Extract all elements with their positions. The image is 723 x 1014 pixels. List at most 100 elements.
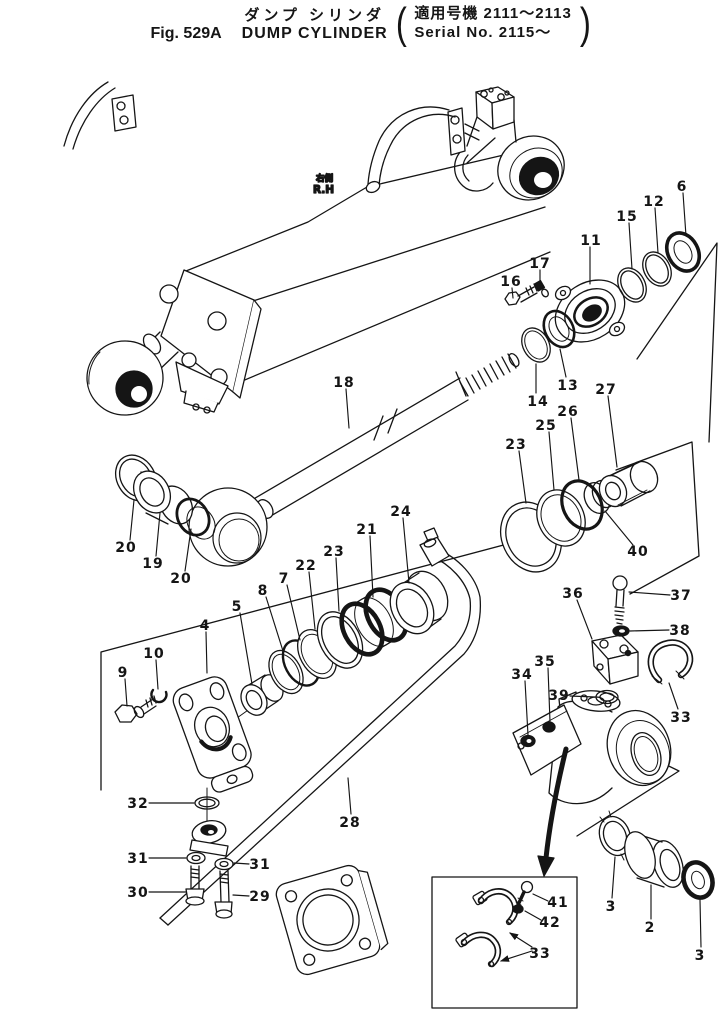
callout-number-3: 3 [606, 899, 617, 915]
callout-leader-38 [629, 629, 670, 632]
callout-number-41: 41 [547, 895, 568, 911]
callout-leader-8 [265, 596, 284, 652]
callout-leader-22 [308, 571, 316, 630]
callout-leader-23 [518, 450, 527, 504]
title-english: DUMP CYLINDER [241, 25, 388, 43]
side-label-jp: 右側 [315, 173, 334, 184]
callout-leader-26 [570, 417, 580, 481]
part-tube-28 [159, 527, 482, 926]
callout-leader-3 [699, 899, 702, 948]
serial-english: Serial No. 2115～ [414, 23, 552, 41]
part-flange-4 [114, 676, 254, 793]
callout-number-38: 38 [669, 623, 690, 639]
side-label-en: R.H [313, 184, 334, 196]
serial-range: 適用号機 2111～2113 Serial No. 2115～ [414, 5, 571, 43]
callout-number-23: 23 [323, 544, 344, 560]
callout-number-13: 13 [557, 378, 578, 394]
part-seal-group-right [499, 460, 659, 573]
callout-number-24: 24 [390, 504, 411, 520]
figure-title: ダンプ シリンダ Fig. 529A DUMP CYLINDER [151, 4, 388, 43]
callout-leader-41 [532, 893, 549, 902]
callout-leader-3 [611, 856, 616, 899]
callout-leader-29 [232, 894, 250, 897]
callout-leader-36 [576, 599, 593, 640]
callout-leader-6 [682, 192, 687, 237]
title-japanese: ダンプ シリンダ [244, 7, 386, 25]
callout-number-21: 21 [356, 522, 377, 538]
callout-number-8: 8 [258, 583, 269, 599]
callout-number-6: 6 [677, 179, 688, 195]
callout-leader-35 [547, 667, 551, 723]
callout-leader-24 [402, 517, 410, 584]
callout-leader-31 [233, 862, 250, 865]
callout-number-31: 31 [249, 857, 270, 873]
callout-leader-20 [129, 499, 135, 541]
callout-number-19: 19 [142, 556, 163, 572]
callout-leader-19 [155, 512, 161, 557]
callout-leader-25 [548, 431, 555, 491]
serial-japanese: 適用号機 2111～2113 [414, 5, 572, 23]
assembled-cylinder [63, 81, 565, 416]
callout-number-5: 5 [232, 599, 243, 615]
callout-number-28: 28 [339, 815, 360, 831]
part-gland-group [504, 231, 702, 343]
callout-number-9: 9 [118, 665, 129, 681]
callout-leader-27 [607, 395, 618, 468]
callout-number-20: 20 [115, 540, 136, 556]
callout-leader-20 [184, 528, 192, 572]
callout-number-11: 11 [580, 233, 601, 249]
callout-number-31: 31 [127, 851, 148, 867]
paren-open: ( [395, 0, 407, 48]
callout-number-36: 36 [562, 586, 583, 602]
callout-leader-37 [628, 591, 671, 596]
callout-leader-28 [347, 777, 352, 815]
callout-number-25: 25 [535, 418, 556, 434]
callout-leader-16 [511, 287, 514, 299]
callout-number-12: 12 [643, 194, 664, 210]
callout-leader-15 [628, 222, 633, 270]
callout-number-23: 23 [505, 437, 526, 453]
callout-number-39: 39 [548, 688, 569, 704]
callout-leader-13 [559, 348, 567, 378]
callout-number-15: 15 [616, 209, 637, 225]
callout-number-26: 26 [557, 404, 578, 420]
part-rings-13-14 [521, 309, 576, 363]
inset-box [431, 876, 578, 1009]
callout-leader-33 [509, 932, 533, 948]
part-bottom-mount [185, 787, 389, 976]
callout-leader-23 [335, 557, 340, 612]
callout-number-3: 3 [695, 948, 706, 964]
callout-number-33: 33 [670, 710, 691, 726]
callout-leader-39 [569, 695, 596, 698]
callout-number-35: 35 [534, 654, 555, 670]
part-piston-group [205, 570, 449, 741]
callout-leader-33 [499, 950, 533, 962]
callout-number-42: 42 [539, 915, 560, 931]
callout-leader-40 [604, 510, 634, 546]
callout-leader-10 [155, 659, 159, 690]
paren-close: ) [579, 0, 591, 48]
callout-number-16: 16 [500, 274, 521, 290]
callout-number-33: 33 [529, 946, 550, 962]
callout-leader-18 [345, 388, 350, 429]
callout-leader-9 [124, 678, 128, 707]
callout-leader-4 [205, 631, 208, 674]
callout-number-14: 14 [527, 394, 548, 410]
callout-leader-7 [286, 584, 301, 641]
callout-number-10: 10 [143, 646, 164, 662]
callout-leader-21 [369, 535, 374, 598]
callout-leader-12 [654, 207, 659, 254]
page-header: ダンプ シリンダ Fig. 529A DUMP CYLINDER ( 適用号機 … [10, 0, 723, 48]
callout-number-30: 30 [127, 885, 148, 901]
part-rod-18 [114, 352, 520, 567]
callout-number-2: 2 [645, 920, 656, 936]
figure-number: Fig. 529A [150, 25, 222, 43]
callout-number-29: 29 [249, 889, 270, 905]
callout-number-32: 32 [127, 796, 148, 812]
callout-number-17: 17 [529, 256, 550, 272]
callout-number-37: 37 [670, 588, 691, 604]
part-bottom-cylinder [512, 575, 694, 877]
callout-number-34: 34 [511, 667, 532, 683]
